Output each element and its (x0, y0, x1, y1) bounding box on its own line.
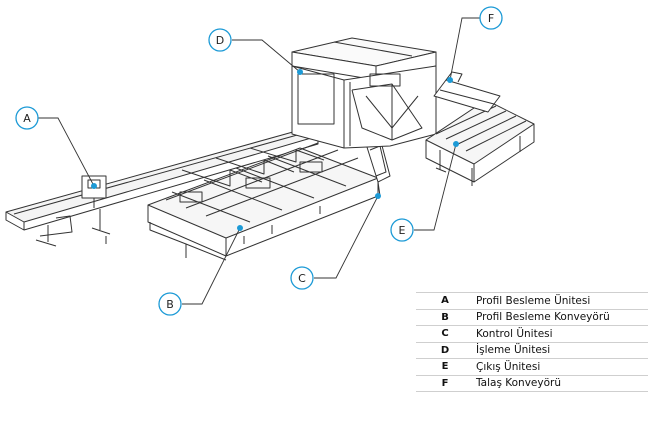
leader-dots (91, 69, 459, 231)
svg-text:A: A (23, 112, 31, 125)
legend-key: E (416, 358, 474, 376)
svg-text:E: E (399, 224, 406, 237)
outfeed-unit (425, 99, 535, 186)
leader-f (449, 17, 480, 81)
legend-label: Profil Besleme Ünitesi (474, 292, 648, 310)
leader-e (414, 143, 457, 231)
svg-text:D: D (216, 34, 224, 47)
legend-key: B (416, 309, 474, 326)
legend-key: C (416, 325, 474, 343)
svg-text:C: C (298, 272, 306, 285)
machine-drawing (5, 37, 535, 261)
legend-row: B Profil Besleme Konveyörü (416, 309, 648, 326)
legend-key: F (416, 375, 474, 392)
callout-c: C (290, 266, 314, 290)
leader-d (232, 39, 301, 73)
callout-b: B (158, 292, 182, 316)
leader-lines (38, 17, 480, 305)
legend-row: D İşleme Ünitesi (416, 342, 648, 359)
legend-table: A Profil Besleme Ünitesi B Profil Beslem… (416, 292, 648, 392)
leader-c (314, 195, 379, 279)
leader-b (182, 227, 241, 305)
processing-unit (291, 37, 437, 149)
legend-key: A (416, 292, 474, 310)
legend-label: İşleme Ünitesi (474, 342, 648, 359)
callout-f: F (479, 6, 503, 30)
legend-key: D (416, 342, 474, 359)
leader-a (38, 117, 95, 187)
chip-conveyor (433, 71, 501, 113)
callout-a: A (15, 106, 39, 130)
legend-label: Kontrol Ünitesi (474, 325, 648, 343)
legend-label: Çıkış Ünitesi (474, 358, 648, 376)
infeed-conveyor (147, 142, 379, 261)
legend-label: Profil Besleme Konveyörü (474, 309, 648, 326)
legend-row: C Kontrol Ünitesi (416, 325, 648, 343)
legend-row: F Talaş Konveyörü (416, 375, 648, 392)
legend-row: E Çıkış Ünitesi (416, 358, 648, 376)
callout-d: D (208, 28, 232, 52)
legend-label: Talaş Konveyörü (474, 375, 648, 392)
callout-e: E (390, 218, 414, 242)
legend-row: A Profil Besleme Ünitesi (416, 292, 648, 310)
svg-text:F: F (488, 12, 494, 25)
svg-text:B: B (166, 298, 174, 311)
